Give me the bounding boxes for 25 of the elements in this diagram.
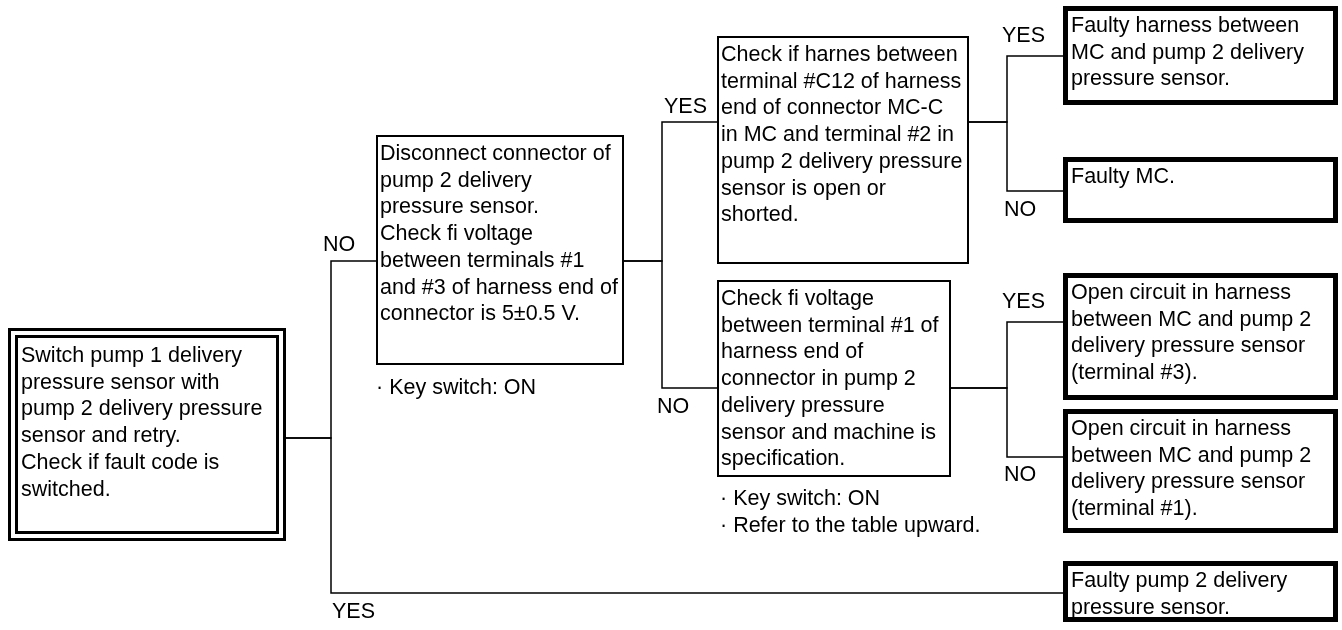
note-text: · Key switch: ON [376,374,538,401]
step-text: Check fi voltage between terminals #1 and #3 of harness end of connector is 5±0.5 V. [380,220,619,327]
step-text: Open circuit in harness between MC and pump 2 delivery pressure sensor (terminal #3). [1071,279,1313,386]
connector-line [285,437,1064,594]
step-text: Disconnect connector of pump 2 delivery pressure sensor. [380,140,612,221]
connector-line [968,121,1064,192]
connector-line [623,260,718,389]
connector-line [950,387,1064,458]
note-text: · Refer to the table upward. [720,511,982,539]
result-box [1063,6,1338,105]
result-box [1063,273,1338,400]
step-text: Faulty harness between MC and pump 2 delivery pressure sensor. [1071,12,1306,93]
result-box [1063,561,1338,622]
check-box [376,135,624,365]
step-text: Open circuit in harness between MC and pump 2 delivery pressure sensor (terminal #1). [1071,415,1313,522]
step-text: Check if harnes between terminal #C12 of harness end of connector MC-C in MC and terminal #2 in pump 2 delivery pressure sensor is open or shorted. [721,41,964,228]
check-box [717,36,969,264]
step-text: Check fi voltage between terminal #1 of harness end of connector in pump 2 delivery pressure sensor and machine is specification. [721,285,940,472]
result-box [1063,409,1338,533]
result-box [1063,157,1338,223]
step-text: Faulty MC. [1071,163,1176,190]
step-text: Check if fault code is switched. [21,448,221,503]
note-text: · Key switch: ON [720,485,882,512]
step-text: Switch pump 1 delivery pressure sensor with pump 2 delivery pressure sensor and retry. [21,342,264,449]
step-text: Faulty pump 2 delivery pressure sensor. [1071,567,1289,621]
